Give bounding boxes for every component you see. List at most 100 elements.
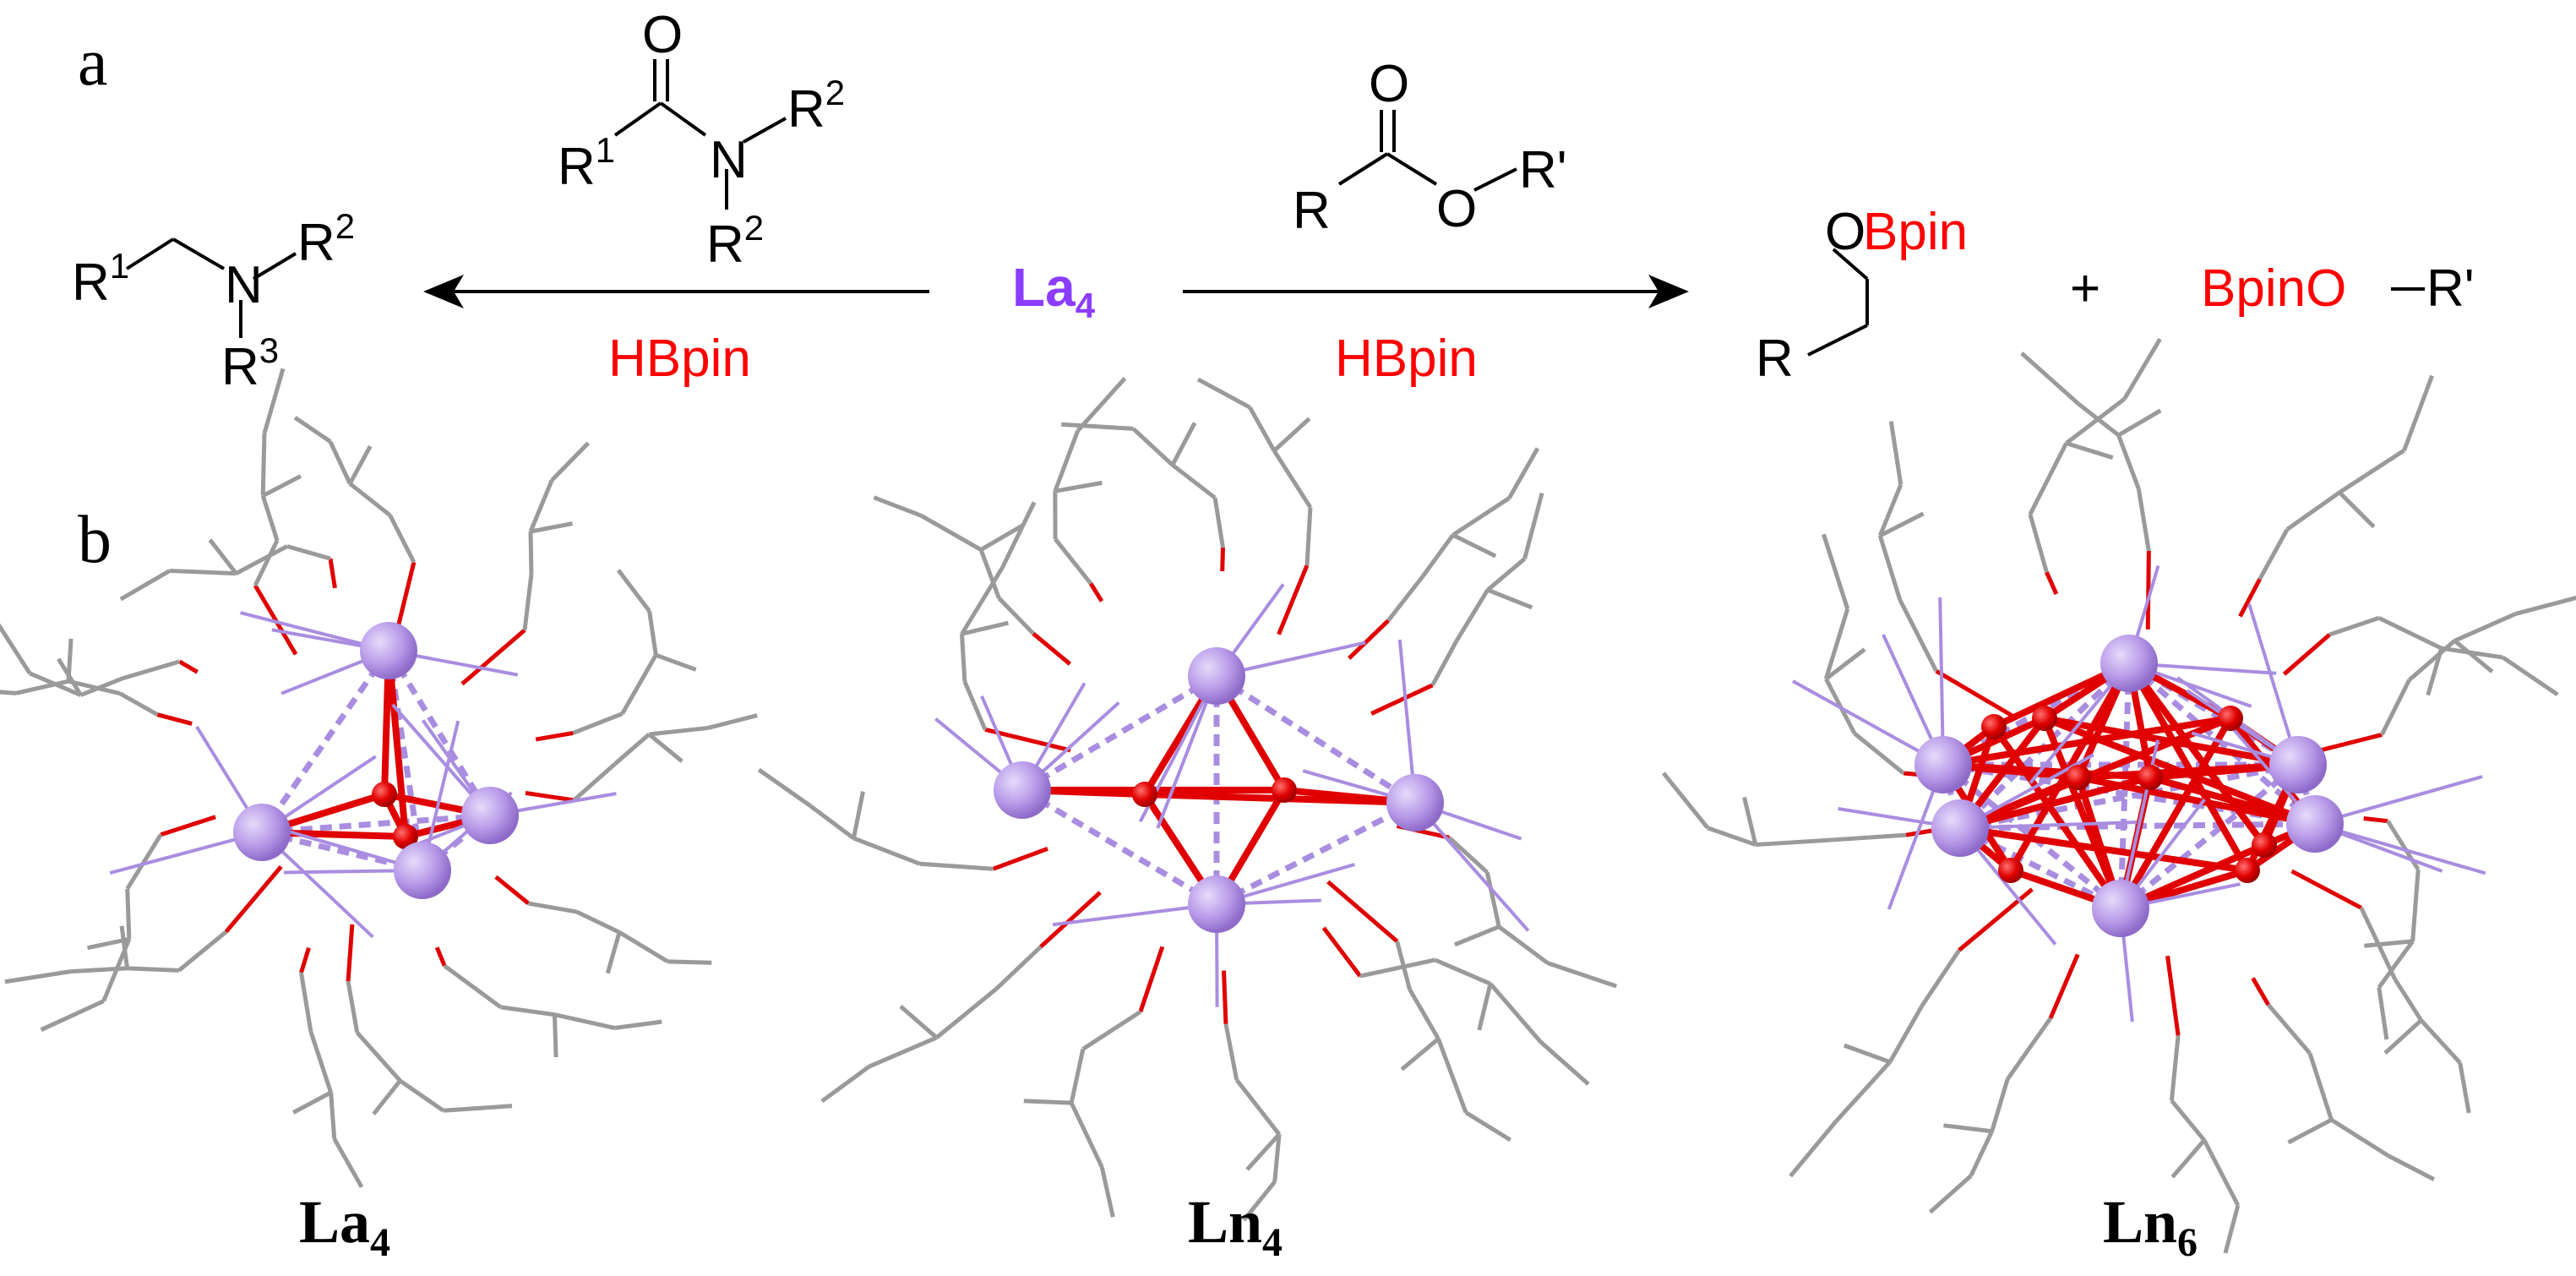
ligand-bond-o (2364, 819, 2388, 821)
ligand-bond-c (1525, 493, 1543, 559)
ligand-bond-c (2204, 1140, 2238, 1205)
ligand-bond-c (853, 792, 863, 838)
ligand-bond-c (811, 806, 854, 838)
ligand-bond-c (2515, 597, 2576, 613)
ligand-bond-c (1173, 465, 1215, 498)
ligand-bond-c (1457, 590, 1488, 641)
ligand-bond-c (1438, 1039, 1466, 1112)
ligand-bond-c (357, 1033, 400, 1081)
ligand-bond-c (554, 1015, 614, 1028)
ligand-bond-o (1349, 620, 1388, 658)
ligand-bond-c (1453, 535, 1496, 556)
reagent-hbpin-right: HBpin (1335, 330, 1478, 388)
ligand-bond-o (330, 559, 335, 588)
ligand-bond-c (0, 624, 30, 673)
structure-la4 (0, 368, 757, 1186)
ligand-bond-c (869, 1038, 937, 1066)
ligand-bond-c (1133, 428, 1172, 465)
ligand-bond-c (965, 682, 985, 730)
amide-reagent: O R1 N R2 R2 (558, 6, 845, 274)
ligand-bond-c (2030, 515, 2046, 573)
ligand-bond-c (2502, 657, 2557, 695)
ligand-bond-c (1992, 1079, 2007, 1131)
ligand-bond-c (528, 903, 576, 912)
ligand-bond-c (1664, 773, 1707, 828)
ligand-bond-c (1844, 1045, 1890, 1062)
ligand-bond-c (1745, 798, 1756, 845)
ligand-bond-c (531, 480, 552, 532)
product-bpino: BpinO (2201, 259, 2346, 318)
ligand-bond-c (2388, 1156, 2434, 1180)
structure-label-ln6: Ln6 (2103, 1188, 2197, 1265)
ligand-bond-c (961, 634, 964, 682)
ligand-bond-o (1371, 685, 1432, 714)
ligand-bond-c (1548, 963, 1616, 986)
ligand-bond-o (2050, 954, 2078, 1017)
ligand-bond-c (1541, 1042, 1589, 1084)
bond (615, 103, 661, 135)
amide-r2-top: R2 (787, 73, 845, 139)
ligand-bond-c (1488, 559, 1525, 590)
ligand-bond-c (901, 1006, 937, 1038)
ligand-bond-o (157, 715, 192, 724)
ligand-bond-c (1466, 1112, 1511, 1140)
ligand-bond-c (1823, 534, 1847, 608)
ligand-bond-c (2125, 339, 2160, 399)
ligand-bond-c (2067, 399, 2125, 443)
bond (1339, 154, 1387, 184)
reagent-hbpin-left: HBpin (608, 330, 751, 388)
bond (1474, 169, 1517, 190)
ligand-bond-c (2413, 870, 2419, 941)
ligand-bond-c (263, 434, 264, 496)
ligand-bond-c (1891, 422, 1900, 485)
ligand-bond-c (1173, 423, 1195, 465)
ligand-bond-c (1055, 483, 1103, 491)
amide-r1: R1 (558, 130, 615, 196)
ligand-bond-c (2067, 444, 2113, 458)
ligand-bond-c (2289, 1120, 2332, 1142)
ligand-bond-c (573, 714, 622, 733)
ligand-bond-c (2421, 1020, 2460, 1062)
ester-r-prime: R' (1519, 141, 1567, 199)
ligand-bond-c (1274, 418, 1310, 450)
bond (1808, 325, 1867, 355)
ligand-bond-c (1360, 960, 1435, 976)
ligand-bond-o (348, 924, 352, 981)
ligand-bond-c (1930, 1175, 1970, 1212)
ligand-bond-c (2382, 680, 2409, 735)
catalyst-label: La4 (1012, 257, 1096, 325)
ligand-bond-c (822, 1066, 869, 1101)
ligand-bond-c (1836, 1062, 1890, 1121)
ligand-bond-c (920, 864, 994, 869)
ligand-bond-c (1274, 450, 1310, 507)
ligand-bond-o (526, 793, 574, 799)
ligand-bond-c (2339, 450, 2404, 493)
ligand-bond-c (348, 981, 357, 1033)
ligand-bond-c (1790, 1121, 1836, 1176)
ligand-bond-o (536, 733, 573, 739)
ester-r: R (1293, 182, 1331, 240)
ligand-bond-c (577, 912, 619, 932)
panel-label-a: a (78, 25, 108, 100)
bond (173, 239, 224, 269)
structure-ln4 (759, 379, 1616, 1220)
ligand-bond-c (1509, 449, 1538, 499)
ligand-bond-c (1499, 927, 1548, 963)
ligand-bond-c (2454, 613, 2515, 641)
oxygen-atom (2218, 706, 2243, 731)
ligand-bond-c (2310, 1053, 2332, 1120)
ligand-bond-c (179, 932, 226, 971)
ligand-bond-o (2168, 956, 2179, 1035)
ligand-bond-c (2364, 941, 2412, 946)
ester-carbonyl-oxygen: O (1369, 55, 1409, 113)
ligand-bond-c (120, 694, 158, 715)
metal-contact (1217, 676, 1415, 803)
ligand-bond-c (2339, 493, 2374, 527)
ligand-bond-c (335, 1139, 362, 1187)
ligand-bond-o (2046, 572, 2056, 594)
ligand-bond-c (350, 446, 370, 483)
ligand-bond-c (1756, 840, 1835, 845)
ligand-bond-c (1835, 835, 1906, 840)
ligand-bond-c (263, 496, 277, 541)
